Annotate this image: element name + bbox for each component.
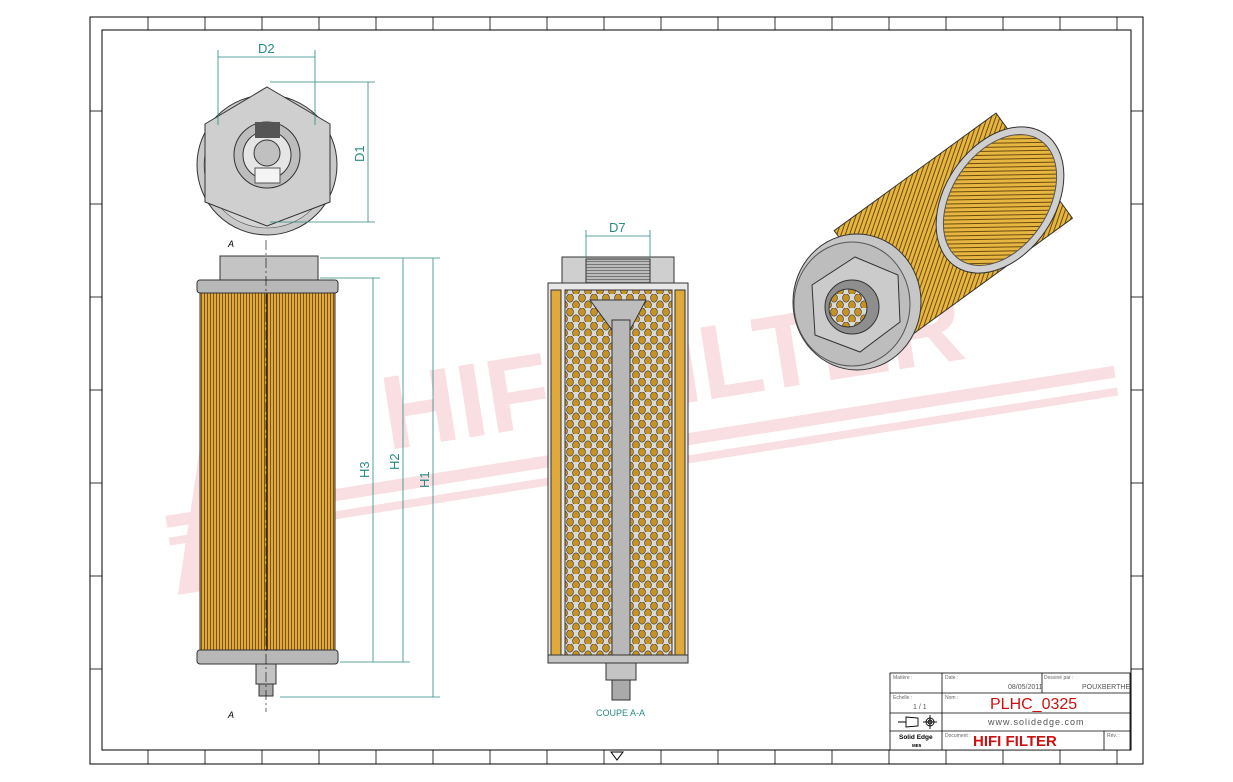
revision-label: Rév. : — [1107, 733, 1120, 739]
section-label: COUPE A-A — [596, 708, 645, 718]
section-marker-top: A — [227, 239, 234, 249]
label-h2: H2 — [387, 453, 402, 470]
outer-border — [89, 16, 1144, 765]
zone-ticks — [90, 17, 1143, 764]
website: www.solidedge.com — [987, 717, 1085, 727]
center-mark — [610, 751, 624, 761]
side-view — [196, 240, 339, 712]
scale-label: Echelle : — [893, 695, 912, 701]
material-label: Matière : — [893, 675, 912, 681]
scale: 1 / 1 — [913, 704, 927, 711]
software-sub: ME5 — [912, 743, 922, 748]
dimension-d7 — [585, 230, 651, 258]
label-h3: H3 — [357, 461, 372, 478]
document: HIFI FILTER — [973, 733, 1057, 750]
label-d2: D2 — [258, 41, 275, 56]
dimension-h — [280, 257, 440, 698]
label-d7: D7 — [609, 220, 626, 235]
section-view — [547, 256, 689, 701]
date: 08/05/2011 — [1008, 684, 1043, 691]
document-label: Document : — [945, 733, 971, 739]
section-marker-bottom: A — [227, 710, 234, 720]
dimension-d1 — [270, 81, 375, 223]
drawn-by: POUXBERTHE — [1082, 684, 1130, 691]
dimension-d2 — [217, 50, 316, 125]
title-block — [889, 672, 1131, 751]
label-d1: D1 — [352, 145, 367, 162]
date-label: Date : — [945, 675, 958, 681]
top-view — [196, 86, 338, 236]
projection-symbol-icon — [898, 715, 937, 729]
drawn-by-label: Dessiné par : — [1044, 675, 1073, 681]
label-h1: H1 — [417, 471, 432, 488]
isometric-view — [792, 112, 1074, 371]
software: Solid Edge — [899, 734, 933, 741]
name-label: Nom : — [945, 695, 958, 701]
drawing-name: PLHC_0325 — [990, 696, 1077, 713]
